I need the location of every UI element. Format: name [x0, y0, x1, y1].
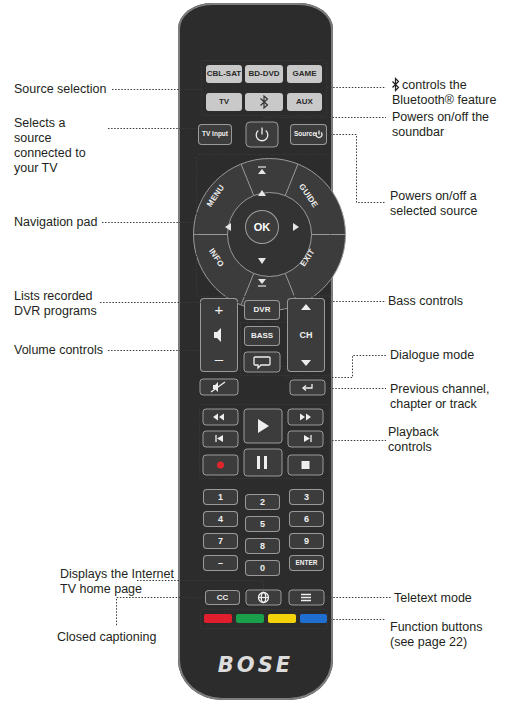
ring-divider	[241, 164, 254, 196]
page-symbol	[258, 166, 266, 167]
arrow-symbol	[258, 258, 266, 264]
button-label: +	[215, 302, 224, 317]
callout-text: Function buttons (see page 22)	[390, 620, 502, 650]
button-label: 1	[218, 493, 223, 502]
callout-text: Bass controls	[388, 294, 498, 309]
number-button: 0	[245, 560, 280, 576]
number-button: 9	[289, 533, 324, 549]
volume-rocker: +–	[200, 298, 238, 372]
ring-divider	[194, 234, 228, 235]
leader-line	[327, 135, 386, 203]
button-label: DVR	[254, 306, 271, 314]
number-button: 8	[245, 538, 280, 554]
callout-text: Closed captioning	[57, 630, 177, 645]
number-button: 3	[289, 489, 324, 505]
callout-text: Volume controls	[14, 343, 124, 358]
number-button: 1	[203, 489, 238, 505]
callout-text: Powers on/off a selected source	[390, 189, 500, 219]
button-label: 7	[218, 537, 223, 546]
button-label: TV Input	[202, 131, 228, 138]
button-label: 0	[260, 564, 265, 573]
button-label: OK	[254, 222, 271, 233]
source-power-button: Source	[290, 124, 327, 145]
callout-text: Playback controls	[388, 425, 448, 455]
arrow-symbol	[258, 190, 266, 196]
leader-line	[330, 301, 386, 302]
remote-body: BOSE CBL-SAT BD-DVD GAME TV AUX TV Input Source…	[178, 3, 333, 700]
leader-line	[327, 87, 386, 88]
callout-text: Navigation pad	[14, 215, 114, 230]
button-label: –	[218, 559, 223, 568]
callout-text: Powers on/off the soundbar	[392, 110, 502, 140]
callout-text: Source selection	[14, 82, 124, 97]
button-label: AUX	[296, 98, 313, 106]
source-button: GAME	[287, 65, 322, 83]
enter-button: ENTER	[289, 555, 324, 571]
button-label: CH	[300, 331, 313, 340]
number-button: 4	[203, 511, 238, 527]
ring-divider	[312, 234, 346, 235]
callout-text: Lists recorded DVR programs	[14, 289, 114, 319]
leader-line	[329, 440, 386, 441]
arrow-symbol	[293, 223, 299, 231]
button-label: 3	[304, 493, 309, 502]
arrow-symbol	[225, 223, 231, 231]
leader-line	[324, 597, 391, 598]
callout-text: Displays the Internet TV home page	[60, 567, 185, 597]
arrow-symbol	[258, 279, 266, 284]
button-label: 5	[260, 520, 265, 529]
button-label: 4	[218, 515, 223, 524]
source-button: AUX	[287, 93, 322, 111]
source-button: BD-DVD	[245, 65, 283, 83]
source-button: TV	[206, 93, 242, 111]
callout-text: Selects a source connected to your TV	[14, 116, 106, 176]
button-label: BD-DVD	[248, 70, 279, 78]
caption-button: CC	[205, 590, 240, 605]
button-label: BASS	[251, 332, 273, 340]
number-button: –	[203, 555, 238, 571]
leader-line	[327, 619, 386, 620]
button-label: 8	[260, 542, 265, 551]
button-label: Source	[294, 131, 316, 138]
callout-text: Previous channel, chapter or track	[390, 382, 500, 412]
button-label: –	[215, 351, 223, 366]
navigation-ring: MENUGUIDEINFOEXITOK	[192, 157, 332, 297]
callout-text: controls the Bluetooth® feature	[392, 78, 504, 108]
button-label: 6	[304, 515, 309, 524]
button-label: GAME	[293, 70, 317, 78]
callout-text: Teletext mode	[394, 591, 504, 606]
button-label: CBL-SAT	[207, 70, 242, 78]
number-button: 2	[245, 494, 280, 510]
number-button: 7	[203, 533, 238, 549]
number-button: 6	[289, 511, 324, 527]
logo-text: BOSE	[178, 655, 333, 676]
button-label: ENTER	[295, 560, 317, 567]
callout-text: Dialogue mode	[390, 348, 500, 363]
button-label: 9	[304, 537, 309, 546]
dvr-button: DVR	[244, 300, 280, 320]
number-button: 5	[245, 516, 280, 532]
bluetooth-symbol	[393, 79, 399, 91]
ok-button: OK	[245, 210, 279, 244]
button-label: CC	[217, 594, 229, 602]
input-button: TV Input	[198, 124, 232, 145]
ring-divider	[285, 164, 298, 196]
arrow-symbol	[258, 169, 266, 174]
channel-rocker: CH	[287, 298, 325, 372]
button-label: 2	[260, 498, 265, 507]
button-label: TV	[219, 98, 229, 106]
source-button: CBL-SAT	[206, 65, 242, 83]
leader-line	[326, 388, 386, 389]
bass-button: BASS	[244, 326, 280, 346]
ring-outline	[194, 159, 346, 311]
page-symbol	[258, 285, 266, 286]
